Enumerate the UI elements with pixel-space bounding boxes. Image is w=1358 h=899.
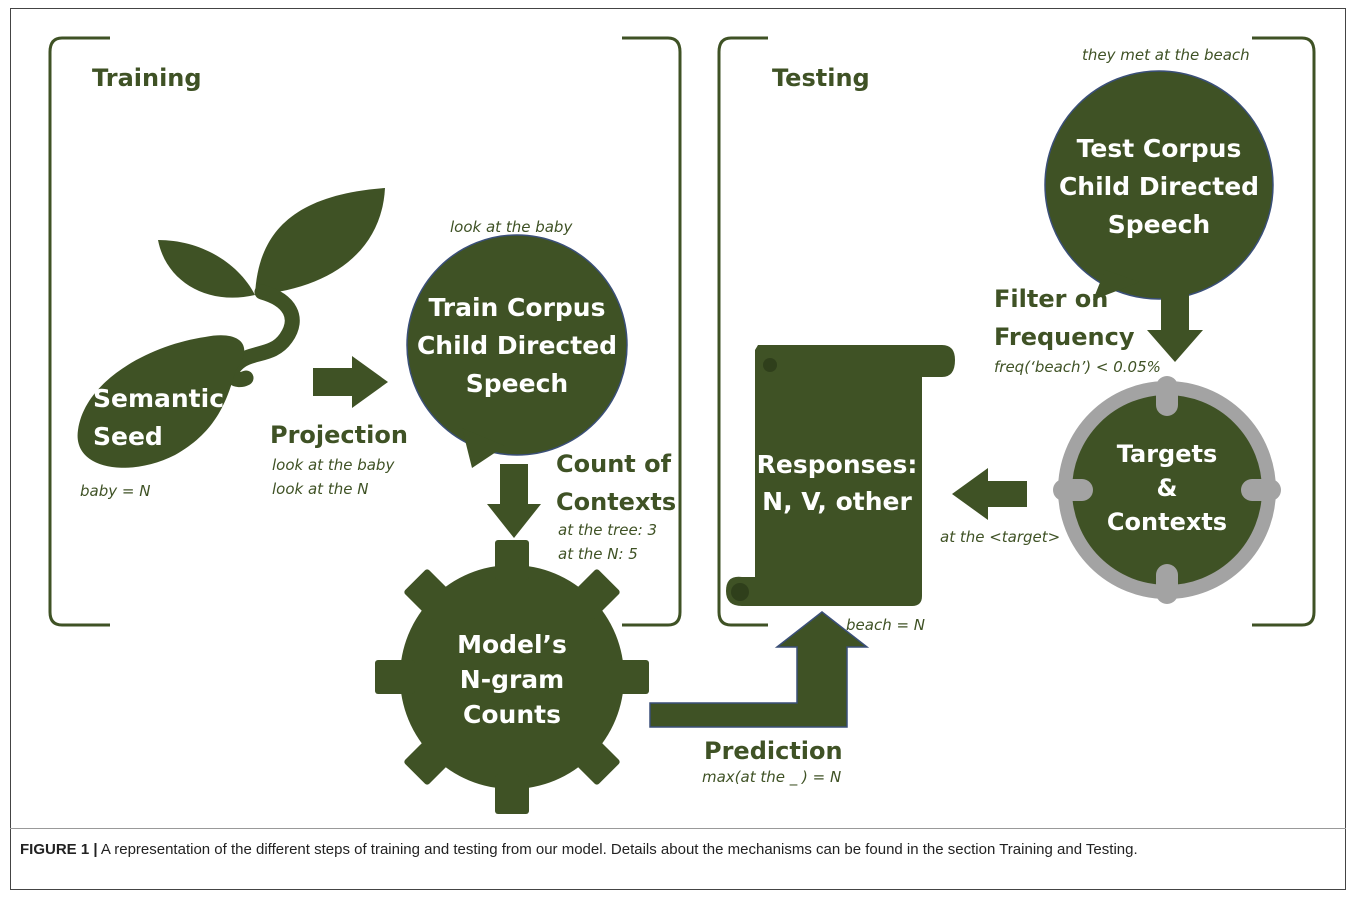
testing-title: Testing (772, 64, 870, 92)
test-corpus-line1: Test Corpus (1077, 134, 1242, 163)
caption-divider (10, 828, 1346, 829)
train-corpus-line2: Child Directed (417, 331, 617, 360)
seed-label-line1: Semantic (93, 384, 224, 413)
training-frame (48, 36, 682, 627)
train-speech-bubble-icon (406, 234, 628, 468)
target-icon (1053, 376, 1281, 604)
seed-example: baby = N (80, 482, 150, 500)
testing-right-bracket (1252, 36, 1316, 627)
figure-frame (10, 8, 1346, 890)
responses-arrow-icon (952, 468, 1027, 520)
targets-line3: Contexts (1107, 508, 1227, 536)
test-corpus-caption: they met at the beach (1082, 46, 1250, 64)
sprout-icon (77, 188, 385, 468)
train-corpus-line3: Speech (466, 369, 568, 398)
train-corpus-caption: look at the baby (450, 218, 573, 236)
prediction-label: Prediction (704, 737, 843, 765)
leaf-left (158, 240, 255, 298)
gear-icon (375, 540, 649, 814)
count-arrow-icon (487, 464, 541, 538)
prediction-arrow-icon (649, 611, 870, 728)
testing-frame (717, 36, 1316, 627)
projection-example-2: look at the N (272, 480, 368, 498)
filter-label-line1: Filter on (994, 285, 1108, 313)
count-label-line2: Contexts (556, 488, 676, 516)
count-label-line1: Count of (556, 450, 672, 478)
training-left-bracket (48, 36, 110, 627)
testing-left-bracket (717, 36, 768, 627)
leaf-right (255, 188, 385, 295)
filter-label-line2: Frequency (994, 323, 1135, 351)
filter-example: freq(‘beach’) < 0.05% (994, 358, 1161, 376)
model-line3: Counts (463, 700, 561, 729)
prediction-example: max(at the _ ) = N (702, 768, 841, 787)
scroll-icon (726, 345, 955, 606)
train-corpus-line1: Train Corpus (428, 293, 605, 322)
seed-shape (77, 335, 245, 468)
caption-text: A representation of the different steps … (100, 841, 1138, 858)
count-example-1: at the tree: 3 (558, 521, 657, 539)
target-arrow-label: at the <target> (940, 528, 1060, 546)
projection-arrow-icon (313, 356, 388, 408)
responses-line1: Responses: (757, 450, 918, 479)
responses-line2: N, V, other (762, 487, 912, 516)
model-line2: N-gram (460, 665, 564, 694)
projection-example-1: look at the baby (272, 456, 395, 474)
caption-label: FIGURE 1 | (20, 841, 98, 858)
count-example-2: at the N: 5 (558, 545, 638, 563)
filter-arrow-icon (1147, 292, 1203, 362)
test-corpus-line3: Speech (1108, 210, 1210, 239)
targets-line2: & (1157, 474, 1178, 502)
training-right-bracket (622, 36, 682, 627)
seed-label-line2: Seed (93, 422, 163, 451)
targets-line1: Targets (1117, 440, 1218, 468)
model-line1: Model’s (457, 630, 567, 659)
figure-caption: FIGURE 1 | A representation of the diffe… (20, 838, 1320, 861)
test-corpus-line2: Child Directed (1059, 172, 1259, 201)
projection-label: Projection (270, 421, 408, 449)
test-speech-bubble-icon (1044, 70, 1274, 300)
training-title: Training (92, 64, 202, 92)
sprout-stem (224, 284, 300, 388)
responses-example: beach = N (846, 616, 925, 634)
